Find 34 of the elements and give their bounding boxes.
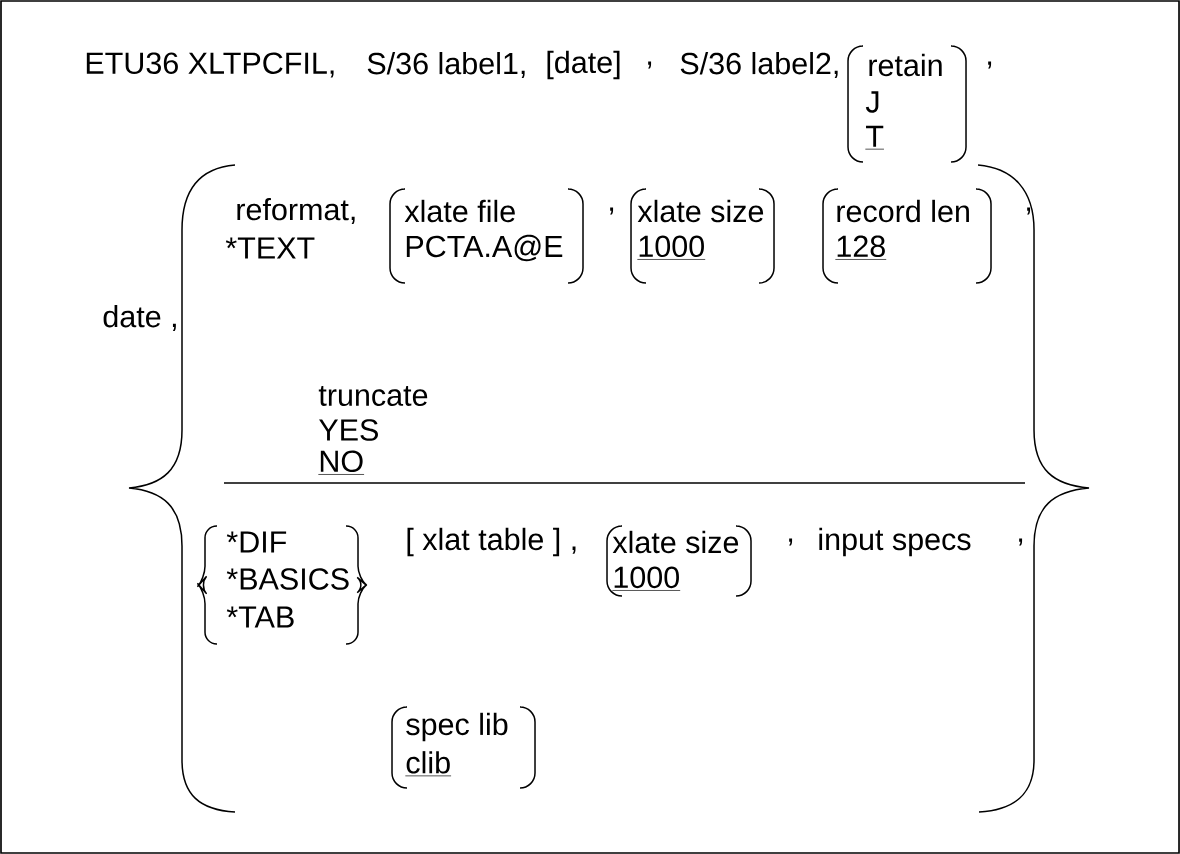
- default-option: 1000: [612, 566, 681, 591]
- parameter: S/36 label2,: [680, 52, 838, 78]
- comma: ,: [1019, 538, 1023, 546]
- parameter: S/36 label1,: [367, 52, 525, 78]
- option: *BASICS: [226, 568, 349, 590]
- default-option: 1000: [637, 235, 706, 260]
- option: J: [865, 91, 879, 113]
- default-option: T: [865, 125, 885, 150]
- default-option: NO: [318, 450, 365, 475]
- default-option: PCTA.A@E: [406, 234, 563, 262]
- comma: ,: [988, 61, 992, 69]
- parameter: date ,: [103, 305, 176, 331]
- option: *TEXT: [225, 237, 315, 259]
- option: *DIF: [226, 531, 287, 553]
- default-option: 128: [835, 235, 887, 260]
- comma: ,: [648, 61, 652, 69]
- comma: ,: [789, 538, 793, 546]
- comma: ,: [610, 207, 614, 215]
- option: YES: [319, 419, 378, 441]
- parameter: [ xlat table ] ,: [407, 527, 576, 557]
- parameter: truncate: [318, 386, 428, 406]
- default-option: clib: [405, 751, 452, 777]
- parameter: retain: [869, 53, 942, 77]
- parameter: input specs: [819, 527, 971, 557]
- option: *TAB: [226, 606, 294, 628]
- parameter: [date]: [547, 50, 620, 80]
- parameter: record len: [837, 199, 969, 223]
- keyword: ETU36 XLTPCFIL,: [86, 52, 334, 78]
- parameter: xlate file: [404, 199, 515, 223]
- parameter: xlate size: [612, 530, 739, 554]
- parameter: spec lib: [406, 712, 508, 742]
- keyword: reformat,: [237, 198, 355, 224]
- parameter: xlate size: [637, 199, 764, 223]
- comma: ,: [1027, 207, 1031, 215]
